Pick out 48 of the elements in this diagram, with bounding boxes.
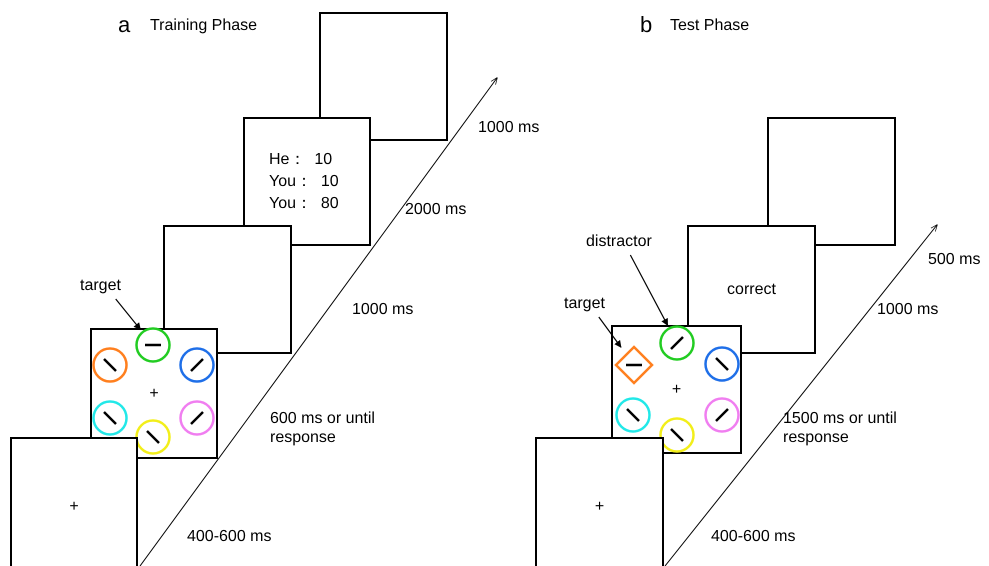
stimulus-circle xyxy=(92,400,128,436)
fixation-cross: + xyxy=(69,498,79,516)
duration-label: 2000 ms xyxy=(405,201,466,219)
fixation-cross: + xyxy=(149,384,159,402)
leader-arrow xyxy=(598,316,622,348)
display-screen xyxy=(90,328,218,459)
fixation-cross: + xyxy=(672,380,682,398)
blank-screen xyxy=(163,225,292,354)
leader-arrow xyxy=(630,254,668,326)
display-screen xyxy=(243,117,371,246)
leader-arrow xyxy=(115,298,141,330)
screen-text: correct xyxy=(727,280,776,298)
stimulus-circle xyxy=(659,325,695,361)
panel-letter: a xyxy=(118,12,130,38)
stimulus-circle xyxy=(135,327,171,363)
panel-title: Training Phase xyxy=(150,17,258,35)
stimulus-circle xyxy=(179,400,215,436)
annotation-label: distractor xyxy=(586,233,662,253)
annotation-label: target xyxy=(80,277,132,297)
duration-label: 1000 ms xyxy=(877,301,938,319)
display-screen xyxy=(535,437,664,566)
stimulus-circle xyxy=(704,346,740,382)
screen-text: You： 80 xyxy=(269,194,339,214)
stimulus-circle xyxy=(704,397,740,433)
stimulus-circle xyxy=(135,419,171,455)
display-screen xyxy=(10,437,138,566)
screen-text: He： 10 xyxy=(269,150,332,170)
fixation-cross: + xyxy=(594,498,604,516)
stimulus-circle xyxy=(179,347,215,383)
display-screen xyxy=(611,325,742,454)
blank-screen xyxy=(319,12,448,141)
duration-label: 400-600 ms xyxy=(711,528,796,546)
stimulus-circle xyxy=(659,417,695,453)
duration-label: 600 ms or until response xyxy=(270,409,376,447)
stimulus-circle xyxy=(92,347,128,383)
screen-text: You： 10 xyxy=(269,172,339,192)
stimulus-diamond xyxy=(614,345,654,385)
display-screen xyxy=(687,225,816,354)
duration-label: 500 ms xyxy=(928,251,980,269)
duration-label: 1000 ms xyxy=(478,119,540,137)
panel-letter: b xyxy=(640,12,652,38)
duration-label: 1500 ms or until response xyxy=(783,409,898,447)
blank-screen xyxy=(767,117,896,246)
duration-label: 1000 ms xyxy=(352,301,414,319)
annotation-label: target xyxy=(564,295,616,315)
panel-title: Test Phase xyxy=(670,17,750,35)
stimulus-circle xyxy=(615,397,651,433)
duration-label: 400-600 ms xyxy=(187,528,272,546)
